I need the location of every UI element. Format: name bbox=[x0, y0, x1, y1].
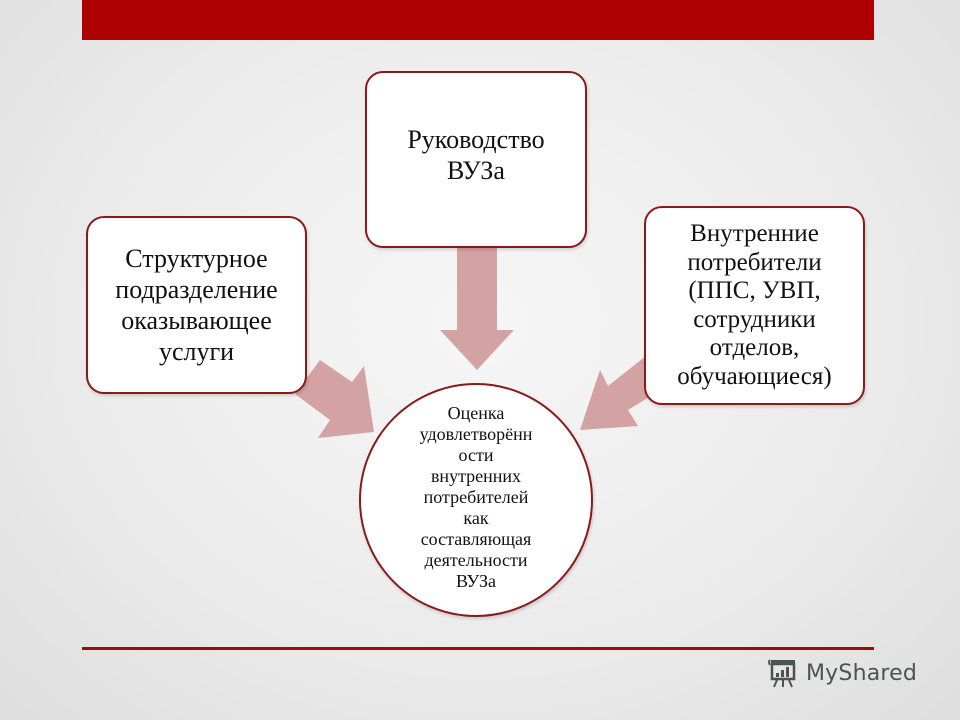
node-label: Оценка удовлетворённ ости внутренних пот… bbox=[419, 402, 533, 591]
presentation-board-icon bbox=[768, 659, 796, 688]
header-bar bbox=[82, 0, 874, 40]
node-label: Структурное подразделение оказывающее ус… bbox=[115, 244, 278, 366]
node-label: Руководство ВУЗа bbox=[407, 124, 545, 185]
node-university-management: Руководство ВУЗа bbox=[365, 71, 587, 248]
watermark-logo: MyShared bbox=[766, 656, 917, 690]
arrow-down-right-icon bbox=[295, 360, 374, 438]
node-service-department: Структурное подразделение оказывающее ус… bbox=[86, 216, 307, 394]
arrow-down-left-icon bbox=[580, 356, 664, 430]
watermark-text: MyShared bbox=[806, 660, 918, 686]
footer-divider bbox=[82, 647, 874, 650]
arrow-down-icon bbox=[440, 248, 514, 370]
node-label: Внутренние потребители (ППС, УВП, сотруд… bbox=[677, 220, 832, 390]
node-satisfaction-assessment: Оценка удовлетворённ ости внутренних пот… bbox=[359, 383, 593, 617]
node-internal-consumers: Внутренние потребители (ППС, УВП, сотруд… bbox=[644, 206, 865, 405]
